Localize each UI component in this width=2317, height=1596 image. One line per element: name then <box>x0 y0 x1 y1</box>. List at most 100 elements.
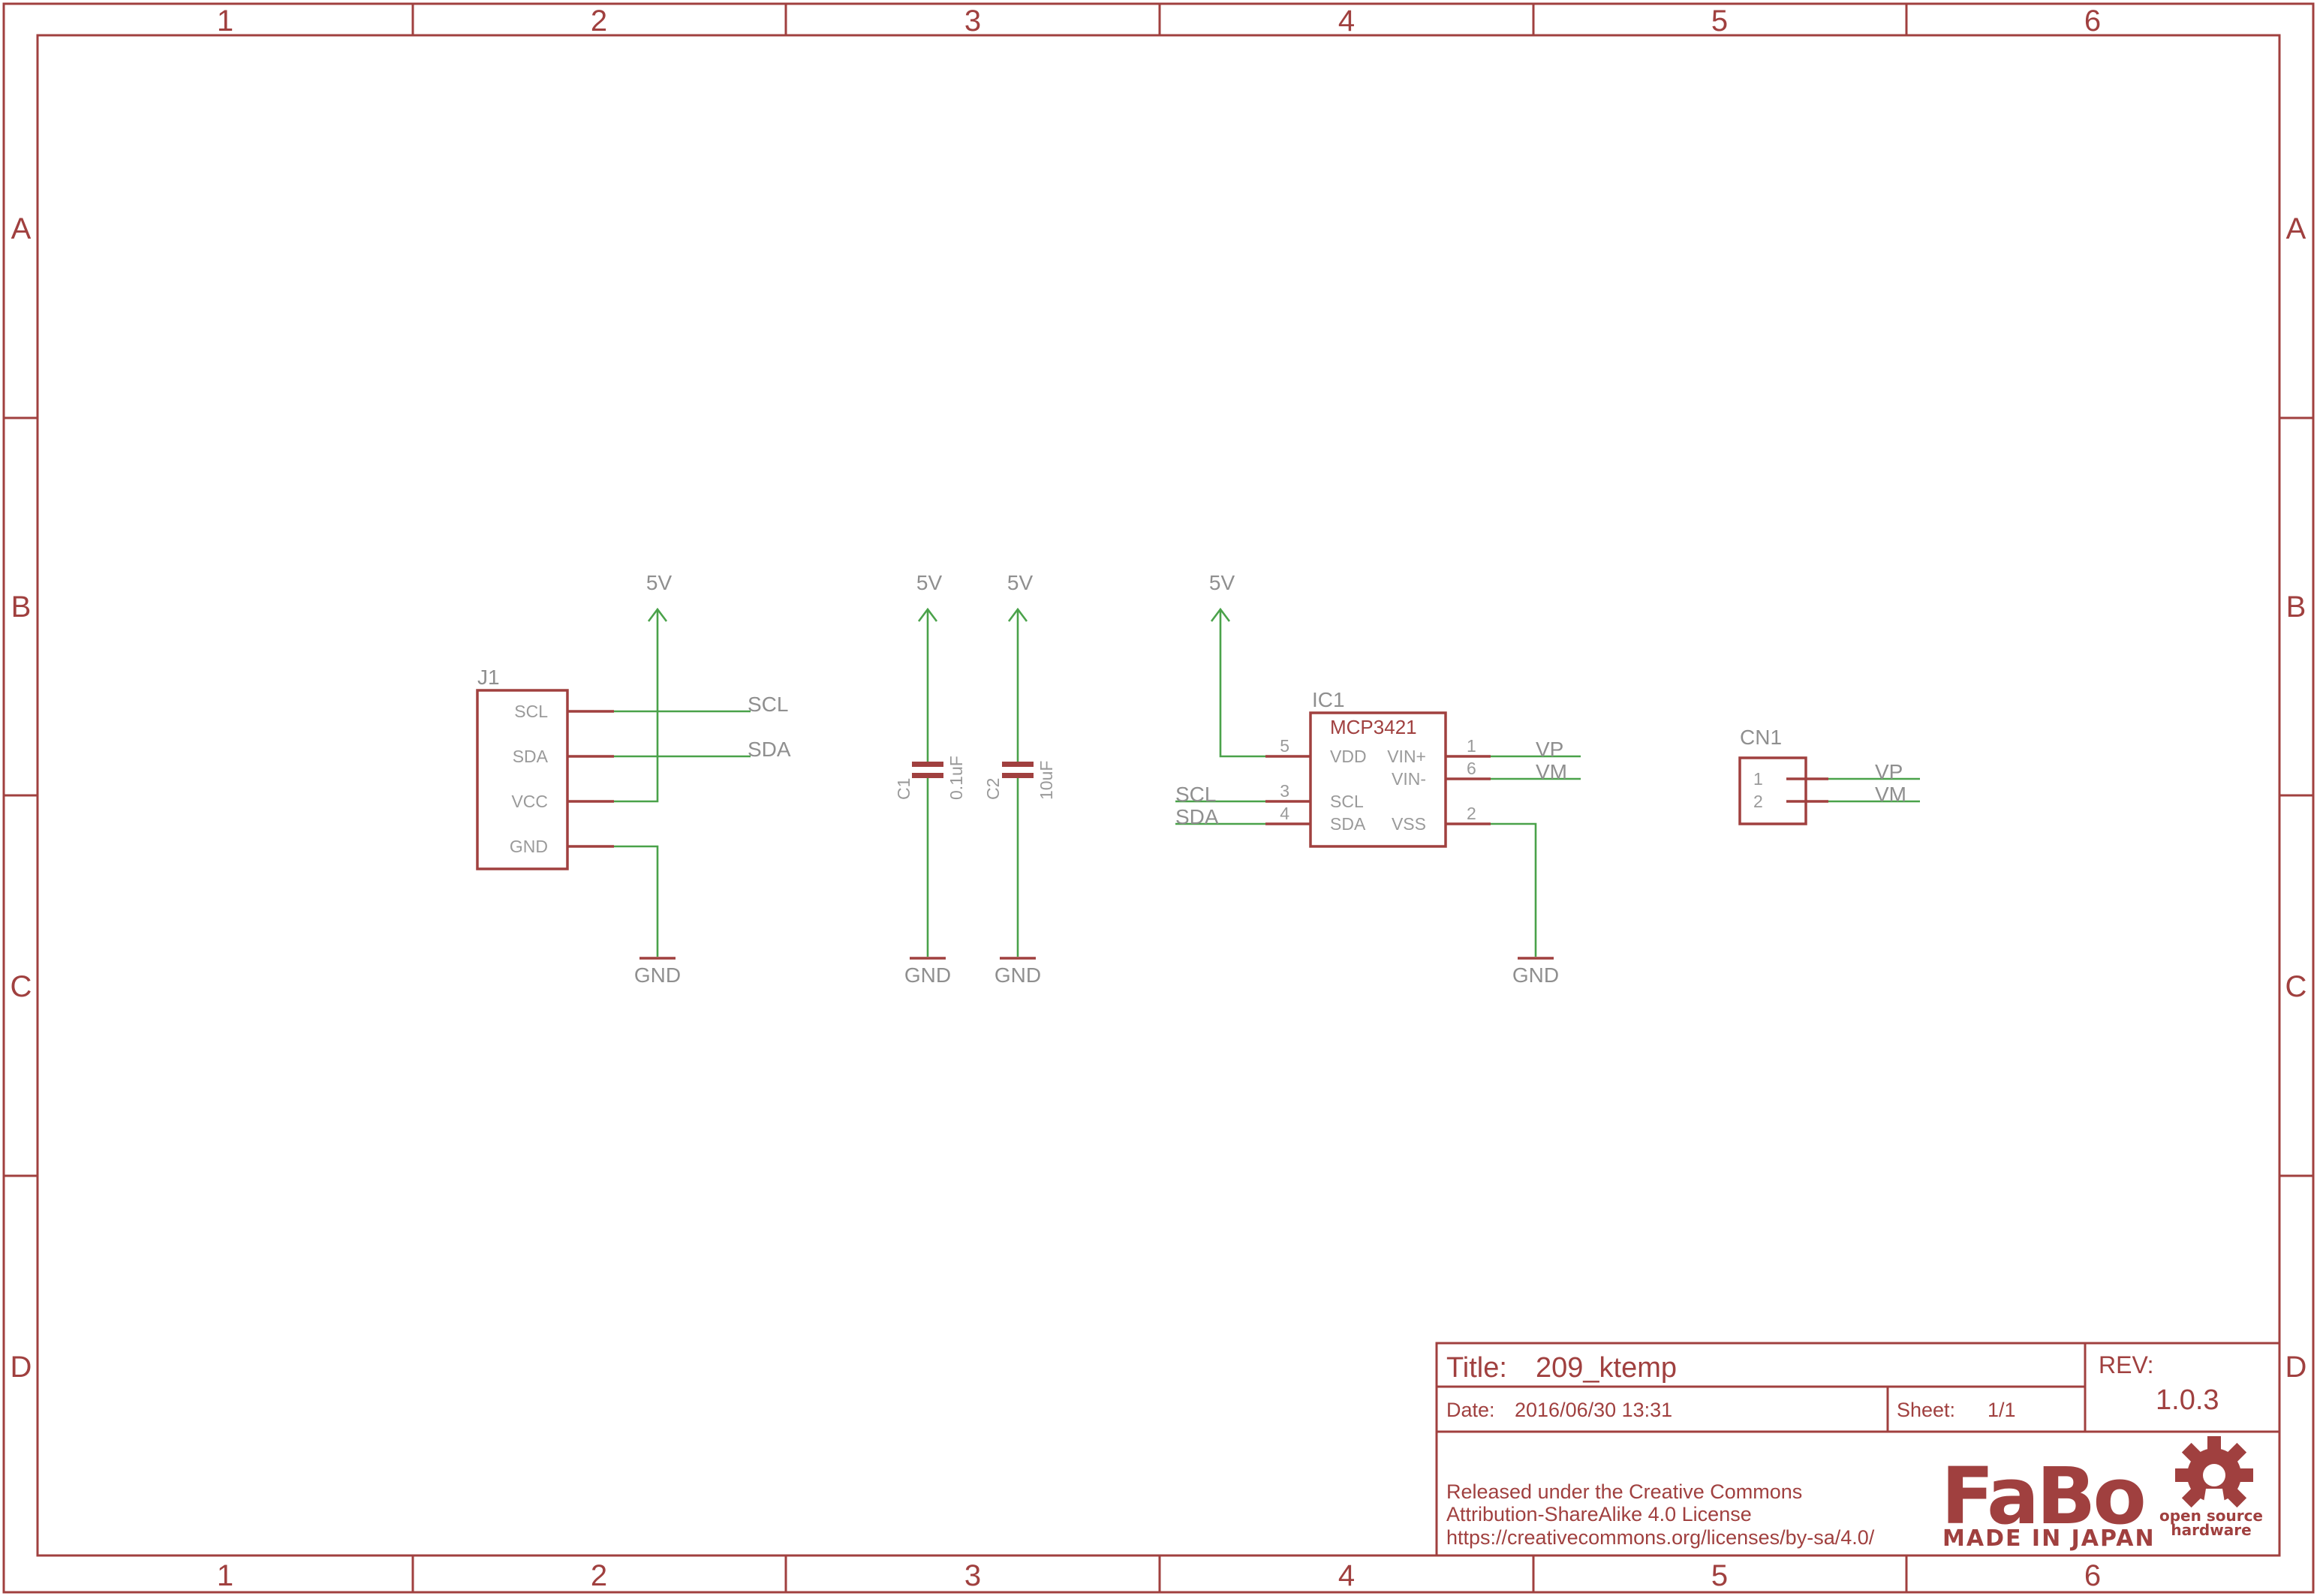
column-label: 3 <box>964 1559 981 1592</box>
date-label: Date: <box>1446 1399 1495 1421</box>
column-label: 2 <box>591 5 607 38</box>
j1-pin-label: GND <box>510 837 548 856</box>
cn1-pin-label: 1 <box>1753 769 1763 789</box>
power-symbol-5v: 5V <box>1007 571 1034 622</box>
column-label: 4 <box>1338 5 1355 38</box>
c2-ref-label: C2 <box>983 778 1003 800</box>
ic1-part-label: MCP3421 <box>1330 716 1417 738</box>
ic1-pin-number: 3 <box>1280 781 1289 801</box>
fabo-logo: FaBo MADE IN JAPAN <box>1941 1450 2156 1552</box>
ground-symbol: GND <box>1512 957 1559 987</box>
column-label: 6 <box>2084 5 2101 38</box>
power-symbol-5v: 5V <box>1209 571 1235 622</box>
rev-value: 1.0.3 <box>2156 1384 2219 1416</box>
ground-label: GND <box>904 963 951 987</box>
net-label-vp: VP <box>1875 760 1903 783</box>
ic1-pin-name: VSS <box>1392 814 1426 834</box>
net-label-vm: VM <box>1536 760 1567 783</box>
sheet-value: 1/1 <box>1988 1399 2016 1421</box>
c1-value-label: 0.1uF <box>946 756 966 800</box>
column-labels-bottom: 1 2 3 4 5 6 <box>217 1559 2101 1592</box>
ground-symbol: GND <box>995 957 1041 987</box>
column-label: 4 <box>1338 1559 1355 1592</box>
cn1-pin-label: 2 <box>1753 792 1763 811</box>
j1-ref-label: J1 <box>477 666 500 689</box>
ic1-ref-label: IC1 <box>1312 688 1345 711</box>
row-labels-left: A B C D <box>11 212 32 1384</box>
ic1-pin-number: 6 <box>1467 759 1476 778</box>
c1-ref-label: C1 <box>894 778 913 800</box>
title-value: 209_ktemp <box>1536 1352 1677 1384</box>
j1-connector[interactable]: J1 SCL SDA VCC GND <box>476 666 614 870</box>
net-label-vm: VM <box>1875 783 1906 806</box>
row-label: D <box>2285 1351 2307 1384</box>
column-label: 6 <box>2084 1559 2101 1592</box>
j1-pin-label: SDA <box>513 747 549 766</box>
sheet-label: Sheet: <box>1897 1399 1955 1421</box>
row-label: A <box>2286 212 2306 245</box>
net-label-sda: SDA <box>748 738 791 761</box>
cn1-connector[interactable]: CN1 1 2 <box>1738 726 1828 825</box>
power-label: 5V <box>646 571 673 594</box>
j1-pin-label: SCL <box>514 702 548 721</box>
capacitor-c1[interactable]: C1 0.1uF <box>894 609 966 957</box>
ground-label: GND <box>634 963 681 987</box>
column-label: 2 <box>591 1559 607 1592</box>
ic1-pin-name: VDD <box>1330 747 1367 766</box>
c2-value-label: 10uF <box>1037 761 1056 800</box>
cn1-ref-label: CN1 <box>1740 726 1782 749</box>
title-label: Title: <box>1446 1352 1507 1384</box>
j1-pin-label: VCC <box>511 792 548 811</box>
fabo-logo-subtext: MADE IN JAPAN <box>1942 1525 2156 1552</box>
column-labels-top: 1 2 3 4 5 6 <box>217 5 2101 38</box>
ic1-wires <box>1175 609 1581 957</box>
row-label: C <box>11 970 32 1003</box>
column-label: 1 <box>217 1559 233 1592</box>
row-label: B <box>11 591 32 624</box>
power-label: 5V <box>916 571 943 594</box>
ic1-pin-number: 4 <box>1280 804 1289 823</box>
power-label: 5V <box>1209 571 1235 594</box>
oshw-text-line-2: hardware <box>2171 1521 2251 1539</box>
power-symbol-5v: 5V <box>646 571 673 622</box>
ic1-pin-name: VIN- <box>1392 769 1426 789</box>
cn1-wires <box>1828 777 1920 803</box>
gear-icon <box>2175 1436 2253 1511</box>
capacitor-c2[interactable]: C2 10uF <box>983 609 1056 957</box>
date-value: 2016/06/30 13:31 <box>1515 1399 1672 1421</box>
row-label: D <box>11 1351 32 1384</box>
rev-label: REV: <box>2099 1351 2154 1378</box>
license-line-1: Released under the Creative Commons <box>1446 1480 1802 1503</box>
column-label: 1 <box>217 5 233 38</box>
net-label-scl: SCL <box>1175 783 1216 806</box>
ic1-pin-number: 2 <box>1467 804 1476 823</box>
ic1-pin-name: SDA <box>1330 814 1366 834</box>
j1-wires <box>614 609 751 957</box>
power-label: 5V <box>1007 571 1034 594</box>
column-label: 5 <box>1711 5 1728 38</box>
fabo-logo-text: FaBo <box>1941 1450 2144 1542</box>
row-label: C <box>2285 970 2307 1003</box>
ic1-pin-number: 5 <box>1280 736 1289 756</box>
ground-symbol: GND <box>904 957 951 987</box>
ic1-pin-number: 1 <box>1467 736 1476 756</box>
ground-label: GND <box>1512 963 1559 987</box>
net-label-sda: SDA <box>1175 805 1219 828</box>
ground-label: GND <box>995 963 1041 987</box>
ground-symbol: GND <box>634 957 681 987</box>
row-label: A <box>11 212 32 245</box>
license-line-3: https://creativecommons.org/licenses/by-… <box>1446 1526 1875 1549</box>
column-label: 5 <box>1711 1559 1728 1592</box>
license-line-2: Attribution-ShareAlike 4.0 License <box>1446 1503 1752 1525</box>
row-label: B <box>2286 591 2306 624</box>
open-source-hardware-logo: open source hardware <box>2159 1436 2263 1539</box>
net-label-vp: VP <box>1536 738 1563 761</box>
power-symbol-5v: 5V <box>916 571 943 622</box>
column-label: 3 <box>964 5 981 38</box>
title-block: Title: 209_ktemp REV: 1.0.3 Date: 2016/0… <box>1435 1342 2281 1557</box>
ic1-pin-name: VIN+ <box>1387 747 1426 766</box>
row-labels-right: A B C D <box>2285 212 2307 1384</box>
ic1-mcp3421[interactable]: IC1 MCP3421 5 3 4 VDD SCL SDA 1 6 2 VIN+… <box>1265 688 1491 848</box>
